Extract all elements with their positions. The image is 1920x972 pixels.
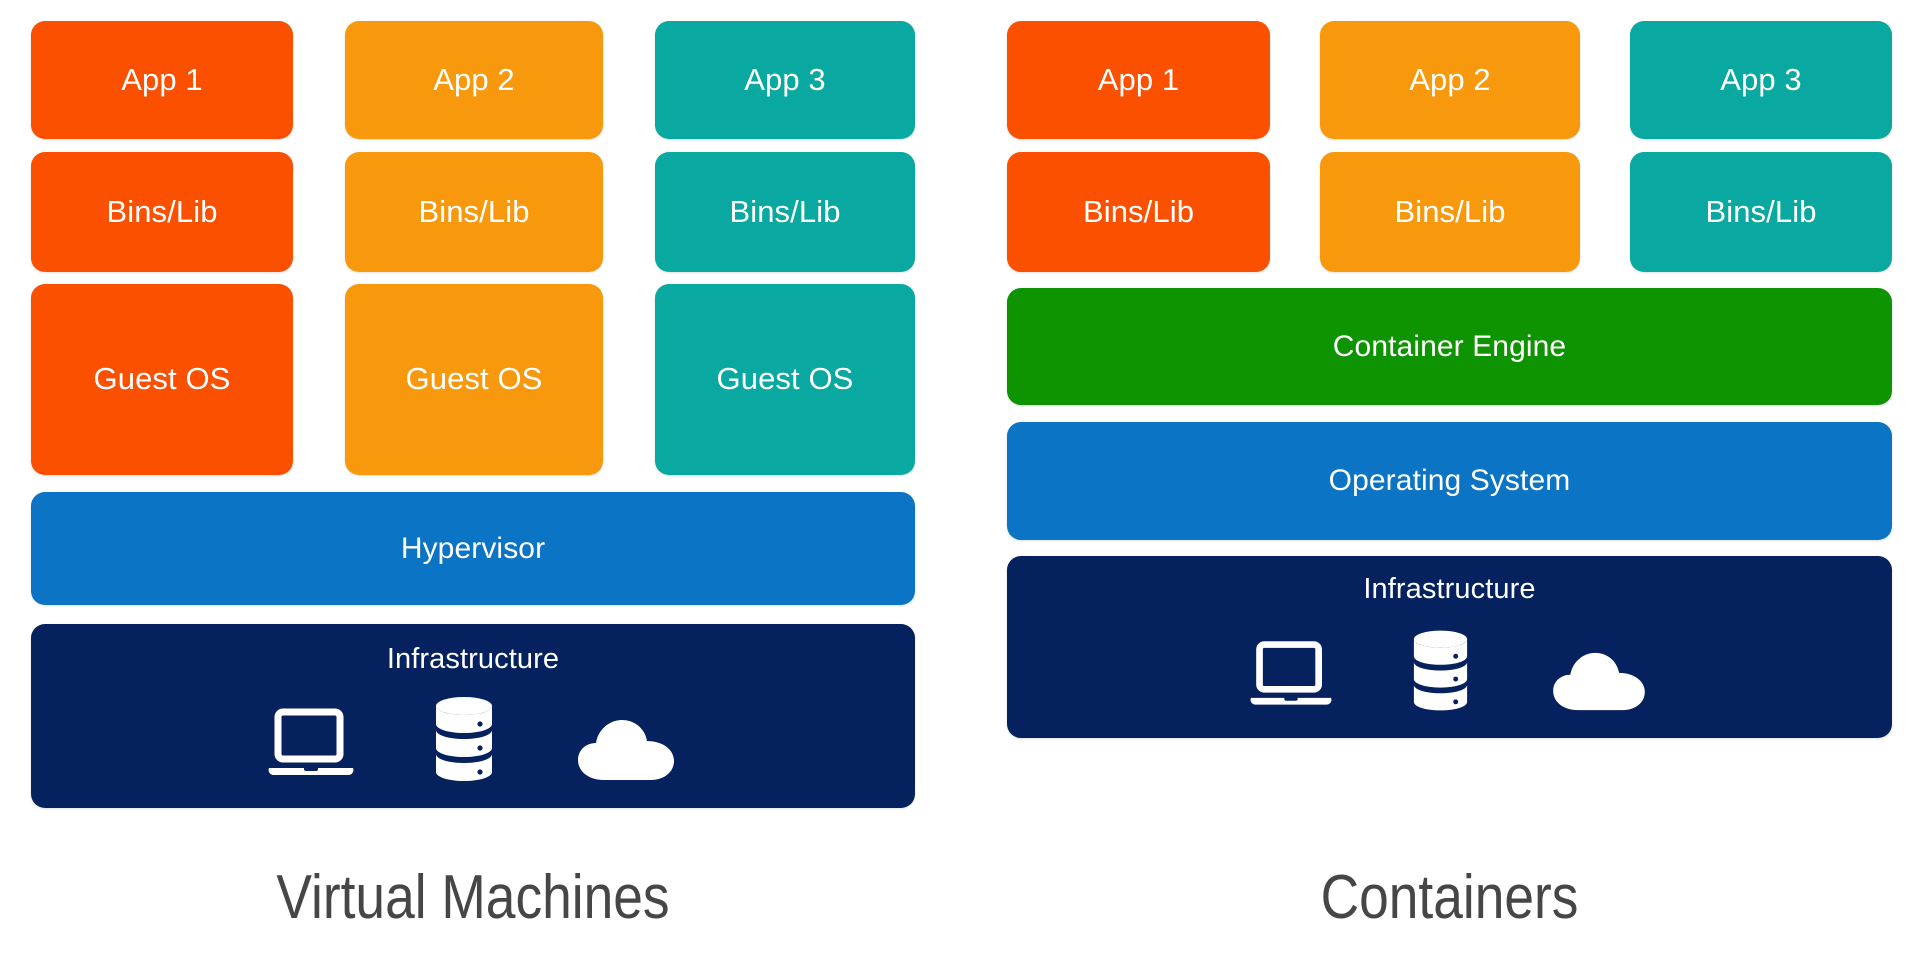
vm-guestos2-box[interactable]: Guest OS [345,284,603,475]
ct-binslib1-label: Bins/Lib [1082,193,1195,229]
ct-infrastructure-icons [1007,624,1892,712]
laptop-icon [268,708,354,782]
vm-guestos1-box[interactable]: Guest OS [31,284,293,475]
ct-app3-box[interactable]: App 3 [1630,21,1892,139]
ct-binslib2-label: Bins/Lib [1394,193,1506,229]
vm-app2-label: App 2 [433,61,515,97]
ct-operating-system-bar[interactable]: Operating System [1007,422,1892,540]
vm-infrastructure-label: Infrastructure [386,643,560,675]
vm-binslib2-box[interactable]: Bins/Lib [345,152,603,272]
vm-app2-box[interactable]: App 2 [345,21,603,139]
vm-hypervisor-bar[interactable]: Hypervisor [31,492,915,605]
ct-operating-system-label: Operating System [1328,464,1571,498]
vm-binslib1-label: Bins/Lib [106,193,218,229]
vm-binslib3-label: Bins/Lib [729,193,841,229]
ct-binslib1-box[interactable]: Bins/Lib [1007,152,1270,272]
ct-binslib3-box[interactable]: Bins/Lib [1630,152,1892,272]
database-icon [1412,629,1469,712]
vm-binslib2-label: Bins/Lib [418,193,530,229]
vm-binslib3-box[interactable]: Bins/Lib [655,152,915,272]
vm-guestos2-label: Guest OS [405,361,543,397]
laptop-icon [1250,640,1332,712]
vm-binslib1-box[interactable]: Bins/Lib [31,152,293,272]
vm-app3-box[interactable]: App 3 [655,21,915,139]
vm-infrastructure-icons [31,692,915,782]
ct-app2-box[interactable]: App 2 [1320,21,1580,139]
vm-hypervisor-label: Hypervisor [400,531,546,565]
vm-app3-label: App 3 [744,61,826,97]
vm-app1-label: App 1 [121,61,203,97]
cloud-icon [574,716,678,782]
ct-app3-label: App 3 [1720,61,1802,97]
vm-guestos3-label: Guest OS [716,361,854,397]
ct-panel-title: Containers [1320,863,1579,932]
vm-app1-box[interactable]: App 1 [31,21,293,139]
vm-guestos1-label: Guest OS [93,361,231,397]
ct-container-engine-label: Container Engine [1332,329,1567,363]
ct-binslib3-label: Bins/Lib [1705,193,1817,229]
ct-container-engine-bar[interactable]: Container Engine [1007,288,1892,405]
cloud-icon [1549,649,1649,712]
ct-binslib2-box[interactable]: Bins/Lib [1320,152,1580,272]
database-icon [434,696,494,782]
vm-guestos3-box[interactable]: Guest OS [655,284,915,475]
vm-panel-title: Virtual Machines [276,863,670,932]
ct-app1-box[interactable]: App 1 [1007,21,1270,139]
ct-app2-label: App 2 [1409,61,1491,97]
ct-infrastructure-label: Infrastructure [1363,573,1536,605]
ct-app1-label: App 1 [1097,61,1180,97]
